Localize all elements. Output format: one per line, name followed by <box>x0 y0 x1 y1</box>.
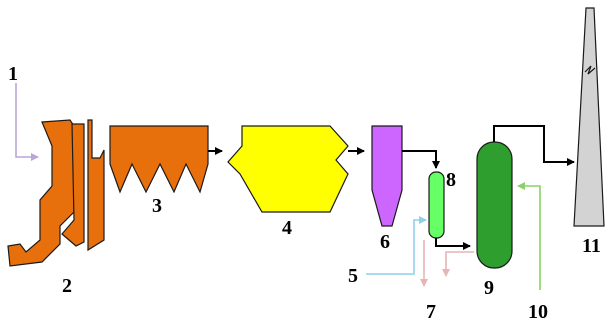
label-7: 7 <box>426 301 436 322</box>
flow-8-to-9 <box>435 238 471 250</box>
label-2: 2 <box>62 275 72 297</box>
label-10: 10 <box>528 301 548 322</box>
label-6: 6 <box>380 231 390 253</box>
column-9-shape <box>476 141 513 269</box>
label-5: 5 <box>348 265 358 287</box>
stream-7-line-b <box>442 251 474 277</box>
label-3: 3 <box>152 195 162 217</box>
stream-10-line <box>517 182 541 290</box>
boiler-downcomer-shape <box>87 119 105 252</box>
label-8: 8 <box>446 169 456 191</box>
boiler-furnace-shape <box>7 119 79 267</box>
label-11: 11 <box>582 235 601 257</box>
cyclone-6-shape <box>371 125 403 227</box>
boiler-riser-shape <box>61 123 85 247</box>
vessel-8-shape <box>428 171 445 239</box>
label-9: 9 <box>484 277 494 299</box>
heat-exchanger-shape <box>109 125 209 194</box>
stream-5-line <box>366 216 427 275</box>
stack-11-shape <box>573 7 605 227</box>
lightning-break-icon <box>584 65 596 75</box>
unit-4-shape <box>227 125 349 213</box>
label-1: 1 <box>8 63 18 85</box>
flow-6-to-8 <box>402 150 440 169</box>
flow-9-to-11 <box>493 125 575 166</box>
stream-1-line <box>15 83 39 161</box>
label-4: 4 <box>282 217 292 239</box>
